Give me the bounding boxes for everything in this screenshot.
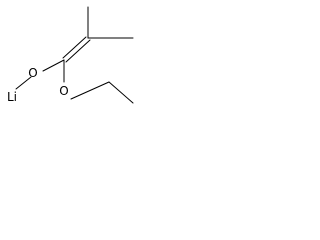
atom-label-o-lower: O — [59, 84, 68, 98]
atom-label-o-upper: O — [28, 66, 37, 80]
atom-label-li: Li — [7, 90, 17, 104]
bond-o-li — [15, 76, 32, 90]
bond-o-ch2 — [70, 81, 110, 100]
structure-diagram: O Li O — [7, 6, 134, 104]
double-bond-a — [65, 39, 91, 63]
bond-c-o-upper — [42, 59, 65, 72]
bond-ch2-ch3 — [108, 81, 134, 104]
double-bond-b — [62, 36, 87, 59]
